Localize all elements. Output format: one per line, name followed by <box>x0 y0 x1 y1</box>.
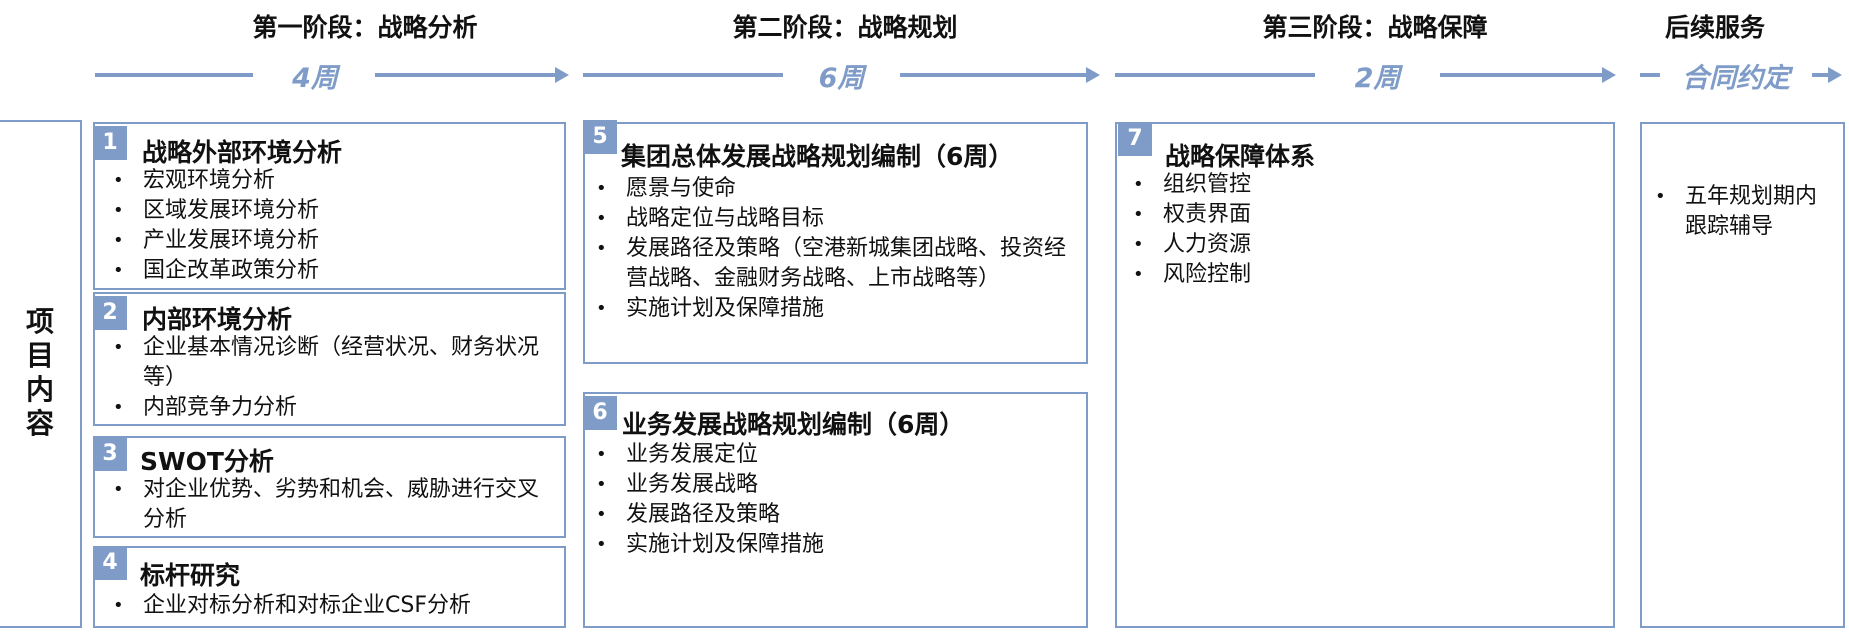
box-6-number: 6 <box>583 396 617 430</box>
box-5-list: 愿景与使命 战略定位与战略目标 发展路径及策略（空港新城集团战略、投资经营战略、… <box>593 174 1078 324</box>
box-2-title: 内部环境分析 <box>142 305 293 334</box>
phase-2-duration: 6周 <box>818 63 865 94</box>
list-item: 发展路径及策略（空港新城集团战略、投资经营战略、金融财务战略、上市战略等） <box>593 234 1078 294</box>
list-item: 企业对标分析和对标企业CSF分析 <box>110 591 565 621</box>
phase-1-duration: 4周 <box>292 63 338 94</box>
list-item: 组织管控 <box>1130 170 1580 200</box>
list-item: 实施计划及保障措施 <box>593 530 1073 560</box>
box-5-title: 集团总体发展战略规划编制（6周） <box>621 142 1014 171</box>
list-item: 实施计划及保障措施 <box>593 294 1078 324</box>
list-item: 业务发展定位 <box>593 440 1073 470</box>
box-6-title: 业务发展战略规划编制（6周） <box>622 410 965 439</box>
list-item: 区域发展环境分析 <box>110 196 555 226</box>
phase-4-duration: 合同约定 <box>1682 63 1790 94</box>
box-7-list: 组织管控 权责界面 人力资源 风险控制 <box>1130 170 1580 290</box>
box-2-number: 2 <box>93 296 127 330</box>
box-4-title: 标杆研究 <box>140 561 241 590</box>
box-3-number: 3 <box>93 437 127 471</box>
list-item: 国企改革政策分析 <box>110 256 555 286</box>
box-4-number: 4 <box>93 546 127 580</box>
list-item: 业务发展战略 <box>593 470 1073 500</box>
box-5-number: 5 <box>583 120 617 154</box>
list-item: 宏观环境分析 <box>110 166 555 196</box>
box-6-list: 业务发展定位 业务发展战略 发展路径及策略 实施计划及保障措施 <box>593 440 1073 560</box>
phase-3-title: 第三阶段：战略保障 <box>1262 13 1488 42</box>
phase-3-duration: 2周 <box>1354 63 1401 94</box>
list-item: 五年规划期内跟踪辅导 <box>1652 182 1827 242</box>
list-item: 人力资源 <box>1130 230 1580 260</box>
box-3-list: 对企业优势、劣势和机会、威胁进行交叉分析 <box>110 475 560 535</box>
list-item: 发展路径及策略 <box>593 500 1073 530</box>
list-item: 风险控制 <box>1130 260 1580 290</box>
phase-1-title: 第一阶段：战略分析 <box>252 13 478 42</box>
list-item: 对企业优势、劣势和机会、威胁进行交叉分析 <box>110 475 560 535</box>
box-7-number: 7 <box>1118 122 1152 156</box>
box-3-title: SWOT分析 <box>140 447 274 476</box>
followup-list: 五年规划期内跟踪辅导 <box>1652 182 1827 242</box>
box-1-title: 战略外部环境分析 <box>142 138 343 167</box>
phase-4-title: 后续服务 <box>1664 13 1765 42</box>
box-7-title: 战略保障体系 <box>1165 142 1316 171</box>
row-label: 项目内容 <box>25 305 54 440</box>
box-1-list: 宏观环境分析 区域发展环境分析 产业发展环境分析 国企改革政策分析 <box>110 166 555 286</box>
list-item: 战略定位与战略目标 <box>593 204 1078 234</box>
box-4-list: 企业对标分析和对标企业CSF分析 <box>110 591 565 621</box>
list-item: 产业发展环境分析 <box>110 226 555 256</box>
phase-2-title: 第二阶段：战略规划 <box>732 13 958 42</box>
box-1-number: 1 <box>93 126 127 160</box>
row-label-frame <box>0 120 82 628</box>
box-2-list: 企业基本情况诊断（经营状况、财务状况等） 内部竞争力分析 <box>110 333 540 423</box>
list-item: 内部竞争力分析 <box>110 393 540 423</box>
list-item: 愿景与使命 <box>593 174 1078 204</box>
list-item: 企业基本情况诊断（经营状况、财务状况等） <box>110 333 540 393</box>
list-item: 权责界面 <box>1130 200 1580 230</box>
